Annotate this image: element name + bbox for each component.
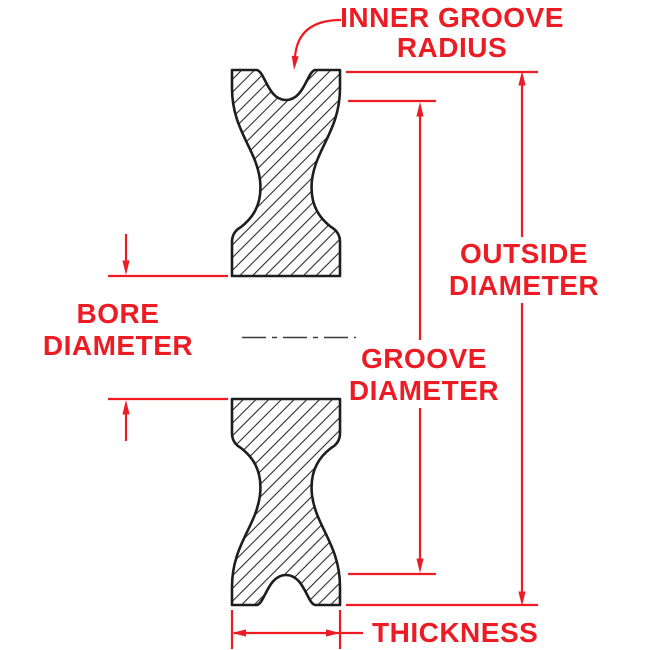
label-outside-diameter-line1: OUTSIDE bbox=[460, 238, 588, 269]
arrowhead-thickness-right bbox=[326, 629, 340, 637]
arrowhead-inner-groove-radius bbox=[291, 55, 299, 70]
dimension-groove-diameter: GROOVE DIAMETER bbox=[348, 99, 499, 576]
pulley-cross-section bbox=[230, 68, 356, 607]
label-outside-diameter-line2: DIAMETER bbox=[449, 270, 599, 301]
label-bore-diameter-line1: BORE bbox=[77, 298, 160, 329]
arrowhead-groove-down bbox=[416, 558, 424, 573]
arrowhead-bore-down bbox=[122, 260, 130, 275]
label-groove-diameter-line2: DIAMETER bbox=[349, 375, 499, 406]
label-inner-groove-radius-line1: INNER GROOVE bbox=[340, 2, 564, 33]
dimension-thickness: THICKNESS bbox=[230, 610, 538, 649]
arrowhead-bore-up bbox=[122, 400, 130, 415]
dimension-outside-diameter: OUTSIDE DIAMETER bbox=[346, 70, 599, 607]
arrowhead-thickness-left bbox=[232, 629, 246, 637]
label-thickness: THICKNESS bbox=[372, 617, 538, 648]
arrowhead-od-down bbox=[518, 591, 526, 606]
dimension-bore-diameter: BORE DIAMETER bbox=[43, 234, 228, 441]
label-groove-diameter-line1: GROOVE bbox=[361, 343, 487, 374]
label-bore-diameter-line2: DIAMETER bbox=[43, 330, 193, 361]
leader-inner-groove-radius bbox=[293, 18, 342, 58]
pulley-cross-section-top bbox=[230, 68, 342, 278]
arrowhead-groove-up bbox=[416, 102, 424, 117]
pulley-cross-section-bottom bbox=[230, 397, 342, 607]
dimension-inner-groove-radius: INNER GROOVE RADIUS bbox=[291, 2, 564, 70]
label-inner-groove-radius-line2: RADIUS bbox=[397, 32, 507, 63]
arrowhead-od-up bbox=[518, 71, 526, 86]
